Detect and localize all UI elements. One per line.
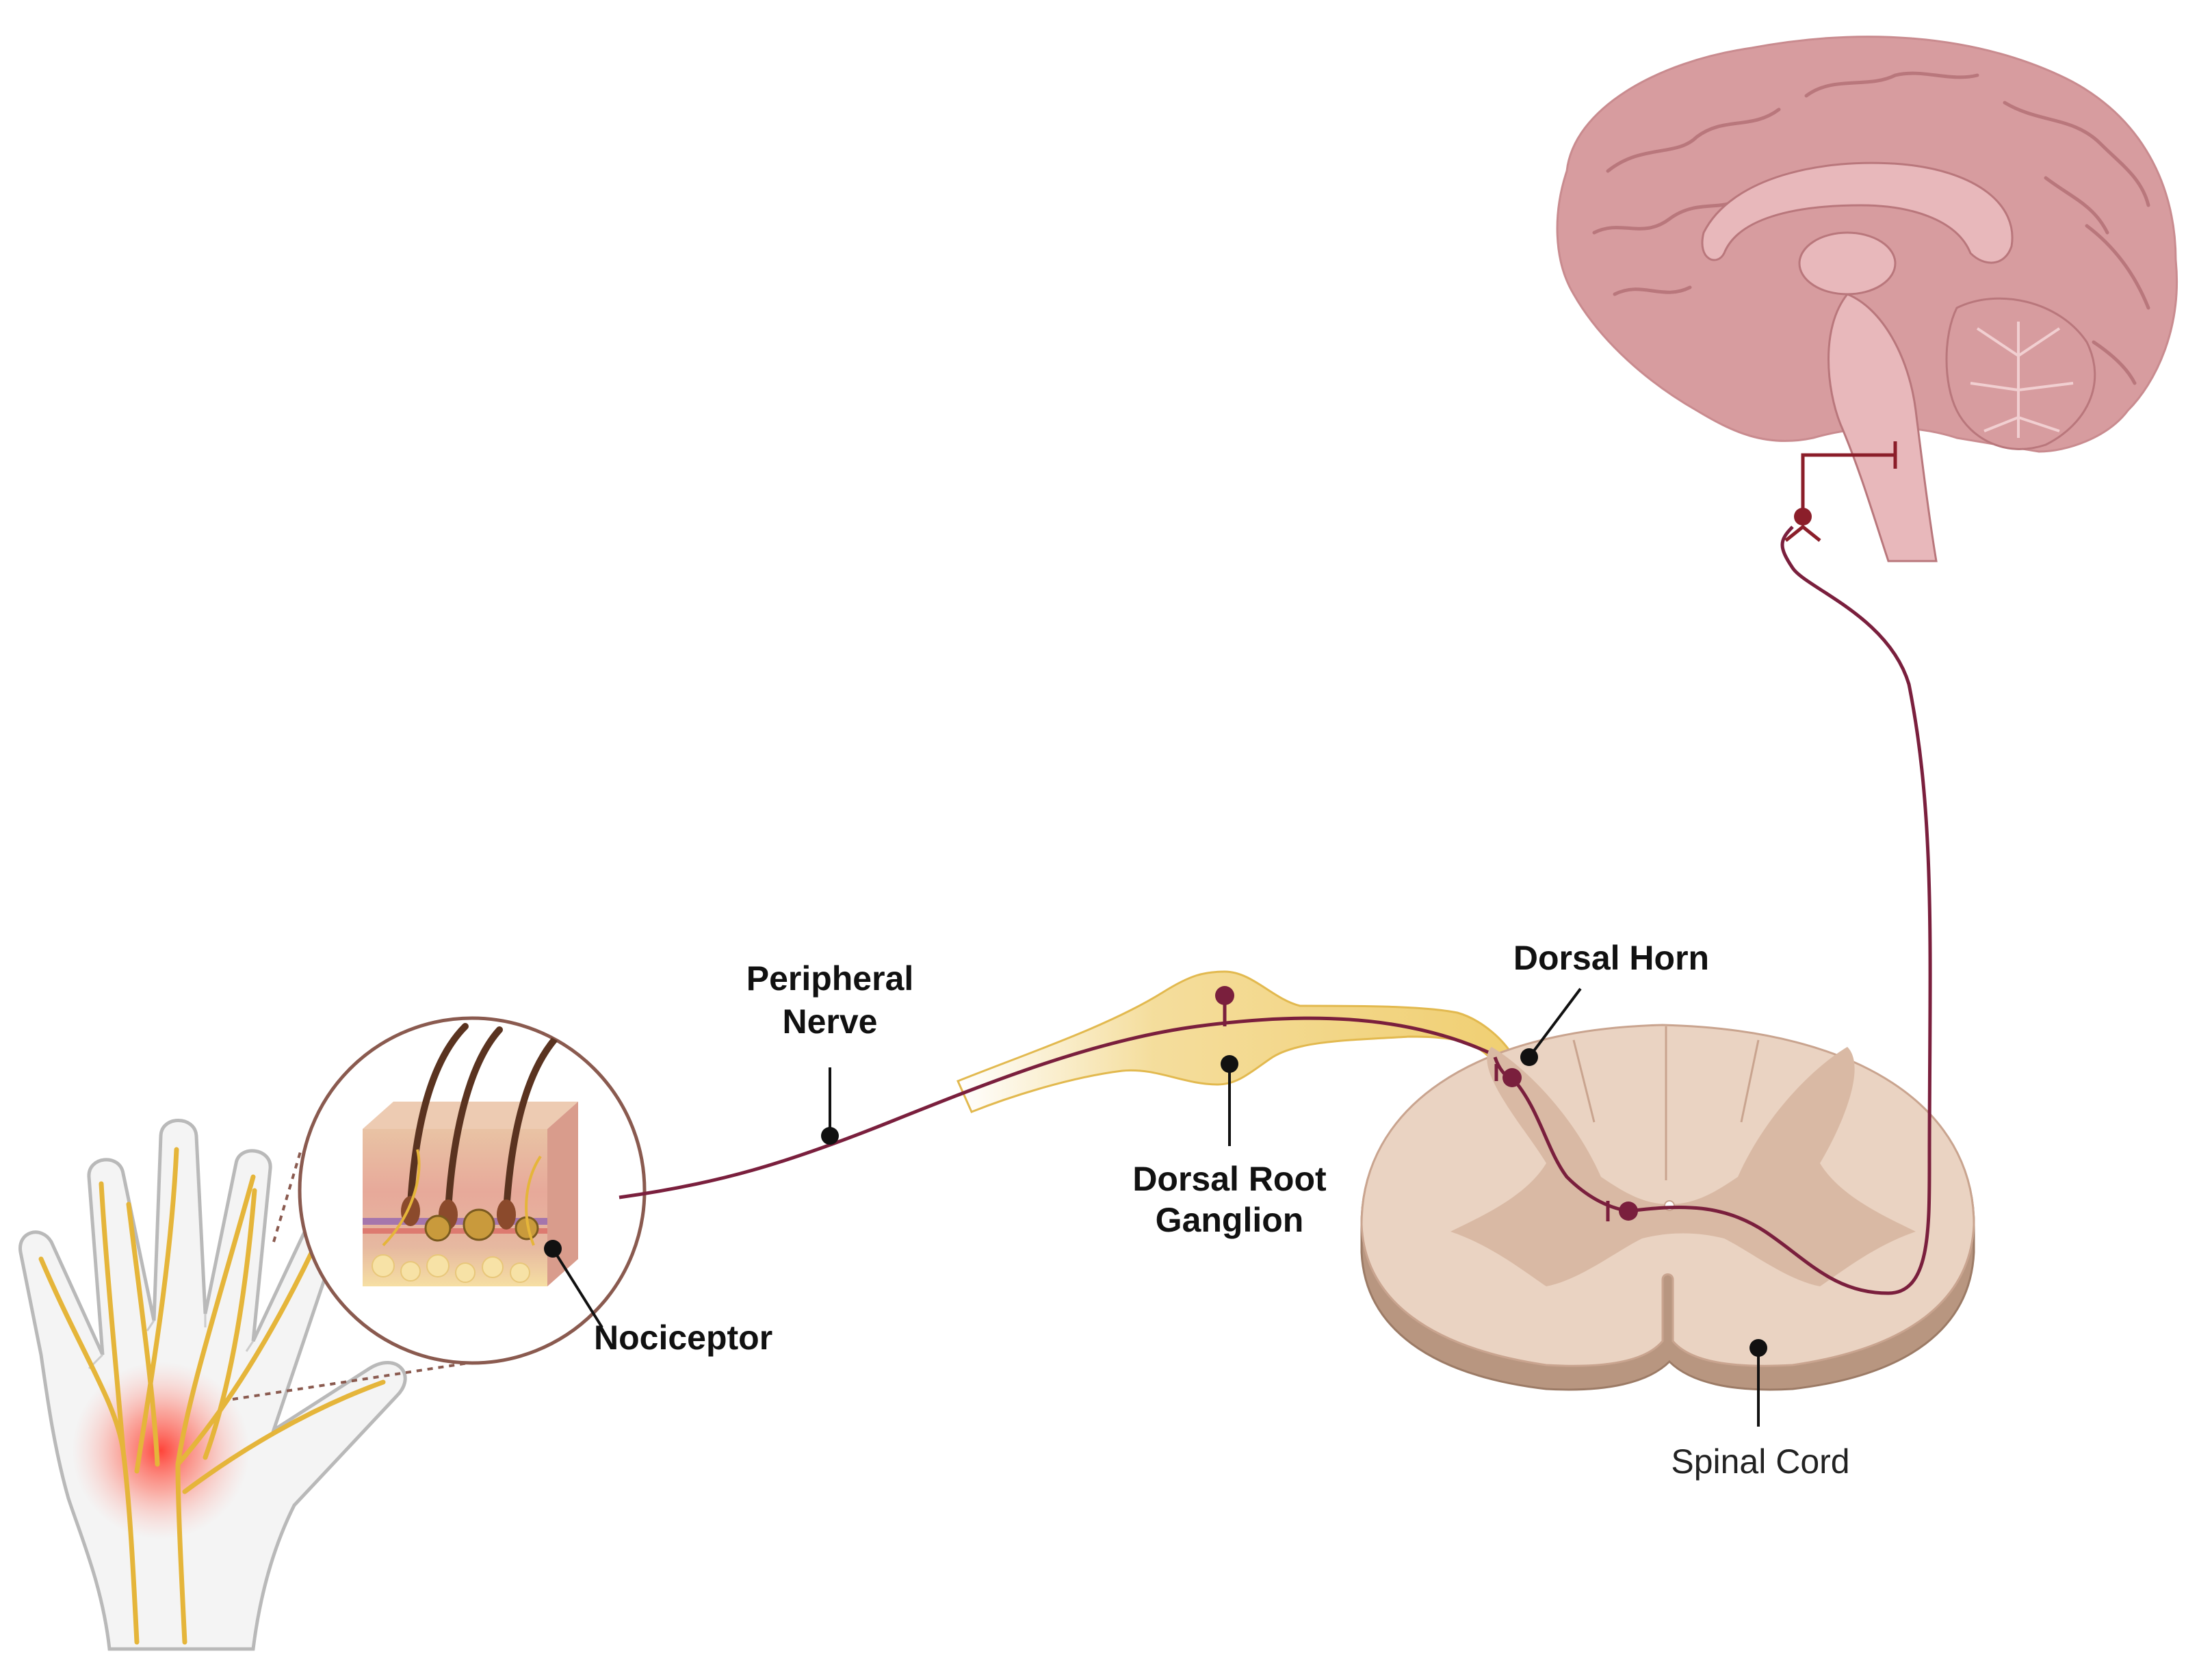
primary-afferent-neuron xyxy=(619,1016,1493,1199)
projection-neuron-body xyxy=(1619,1202,1638,1221)
thalamic-neuron-body xyxy=(1794,508,1812,525)
peripheral-nerve-label-1: Peripheral xyxy=(746,959,914,998)
label-spinal-cord: Spinal Cord xyxy=(1671,1339,1850,1481)
dorsal-horn-interneuron xyxy=(1502,1068,1522,1087)
drg-label-1: Dorsal Root xyxy=(1132,1160,1327,1198)
pain-glow xyxy=(72,1362,250,1540)
dorsal-horn-label: Dorsal Horn xyxy=(1513,939,1709,977)
hand-nerves xyxy=(38,1147,386,1645)
peripheral-nerve-label-2: Nerve xyxy=(783,1002,878,1041)
label-dorsal-root-ganglion: Dorsal Root Ganglion xyxy=(1132,1055,1327,1239)
second-order-neuron xyxy=(1493,525,1932,1295)
third-order-neuron xyxy=(1784,441,1897,542)
label-nociceptor: Nociceptor xyxy=(544,1240,772,1357)
drg-label-2: Ganglion xyxy=(1156,1201,1304,1239)
brain-icon xyxy=(1556,36,2178,562)
spinal-cord-icon xyxy=(1360,1024,1975,1391)
drg-cell-body xyxy=(1215,986,1234,1005)
nociceptor-label: Nociceptor xyxy=(594,1319,772,1357)
label-dorsal-horn: Dorsal Horn xyxy=(1513,939,1709,1066)
label-peripheral-nerve: Peripheral Nerve xyxy=(746,959,914,1145)
hand-icon xyxy=(18,1119,500,1651)
spinal-cord-label: Spinal Cord xyxy=(1671,1442,1849,1481)
skin-layers-icon xyxy=(298,1016,647,1365)
